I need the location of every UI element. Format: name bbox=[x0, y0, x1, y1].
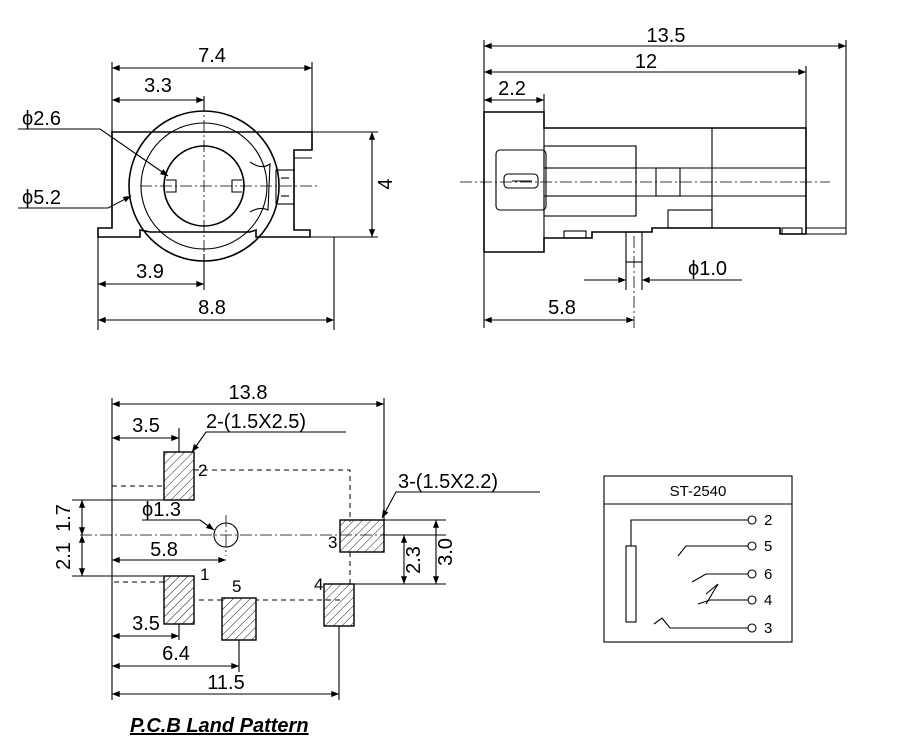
pad-5 bbox=[221, 597, 257, 641]
dim-11-5: 11.5 bbox=[207, 672, 244, 694]
dim-total-length: 13.5 bbox=[647, 25, 686, 47]
schematic-box: ST-2540 2 5 6 4 3 bbox=[603, 475, 793, 643]
schematic-pin-3: 3 bbox=[764, 620, 772, 637]
dim-2-3: 2.3 bbox=[403, 546, 425, 574]
dim-center-offset-bottom: 3.9 bbox=[136, 261, 164, 283]
schematic-pin-4: 4 bbox=[764, 592, 772, 609]
pcb-caption: P.C.B Land Pattern bbox=[130, 715, 309, 737]
dim-pad-offset: 3.5 bbox=[132, 415, 160, 437]
dim-center-offset: 3.3 bbox=[144, 75, 172, 97]
pad-label-5: 5 bbox=[232, 577, 241, 596]
pad-3 bbox=[339, 519, 385, 553]
pad-note-3: 3-(1.5X2.2) bbox=[398, 471, 498, 493]
dim-outer-dia: ϕ5.2 bbox=[22, 187, 61, 209]
dim-body-length: 12 bbox=[635, 51, 657, 73]
dim-width-top: 7.4 bbox=[198, 45, 226, 67]
dim-5-8: 5.8 bbox=[150, 539, 178, 561]
part-number: ST-2540 bbox=[670, 483, 727, 500]
dim-peg-dia: ϕ1.0 bbox=[688, 258, 727, 280]
pad-note-2: 2-(1.5X2.5) bbox=[206, 411, 306, 433]
dim-2-1: 2.1 bbox=[53, 542, 75, 570]
pad-label-1: 1 bbox=[200, 565, 209, 584]
pad-1 bbox=[163, 575, 195, 625]
pad-label-3: 3 bbox=[328, 533, 337, 552]
dim-pcb-total: 13.8 bbox=[229, 382, 268, 404]
dim-width-bottom: 8.8 bbox=[198, 297, 226, 319]
schematic-pin-2: 2 bbox=[764, 512, 772, 529]
pad-label-2: 2 bbox=[198, 461, 207, 480]
dim-3-5-bottom: 3.5 bbox=[132, 613, 160, 635]
dim-1-7: 1.7 bbox=[53, 504, 75, 532]
schematic-pin-6: 6 bbox=[764, 566, 772, 583]
pcb-land-pattern: 13.8 3.5 2-(1.5X2.5) 3-(1.5X2.2) ϕ1.3 1.… bbox=[53, 382, 540, 737]
pad-2 bbox=[163, 451, 195, 501]
pad-4 bbox=[323, 583, 355, 627]
front-view: 7.4 3.3 ϕ2.6 ϕ5.2 4 3.9 8.8 bbox=[18, 45, 397, 330]
schematic-pin-5: 5 bbox=[764, 538, 772, 555]
dim-6-4: 6.4 bbox=[162, 643, 190, 665]
side-view: 13.5 12 2.2 ϕ1.0 5.8 bbox=[460, 25, 847, 328]
dim-inner-dia: ϕ2.6 bbox=[22, 108, 61, 130]
dim-peg-offset: 5.8 bbox=[548, 297, 576, 319]
pad-label-4: 4 bbox=[314, 575, 323, 594]
dim-3-0: 3.0 bbox=[435, 538, 457, 566]
dim-flange: 2.2 bbox=[498, 78, 526, 100]
dim-height: 4 bbox=[375, 178, 397, 189]
dim-hole-dia: ϕ1.3 bbox=[142, 499, 181, 521]
